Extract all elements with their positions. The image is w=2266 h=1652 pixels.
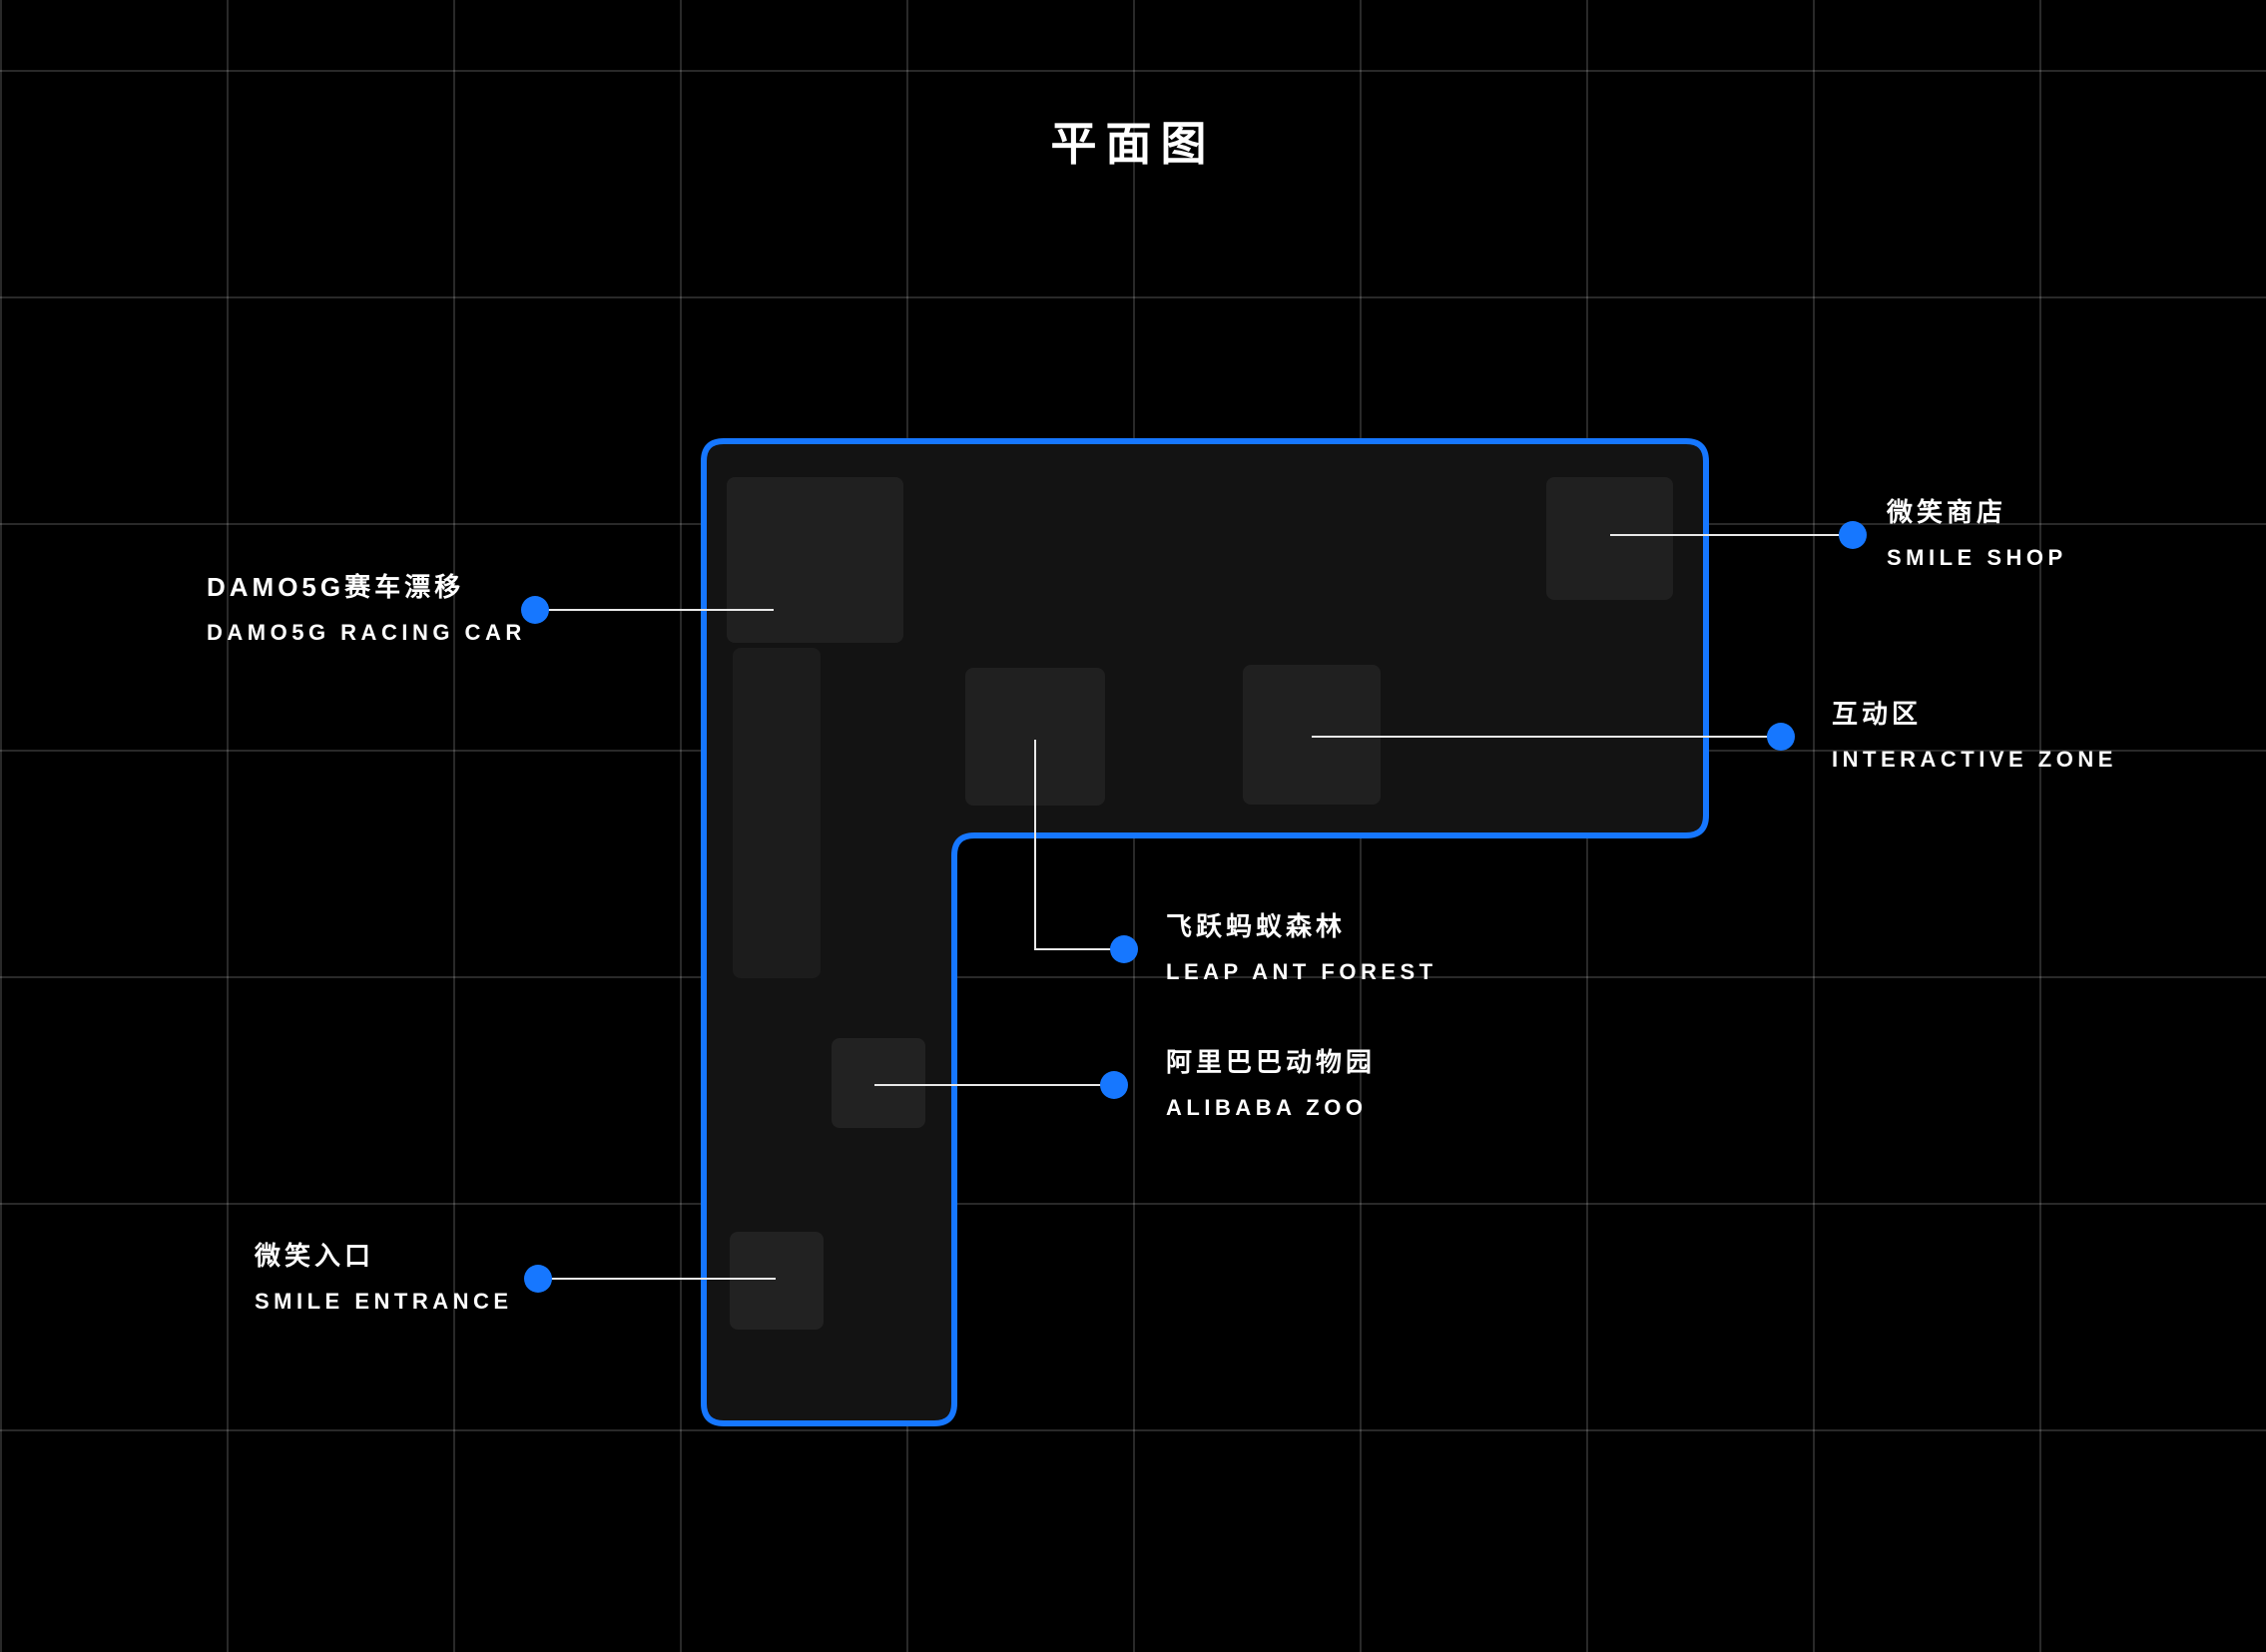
room-rect xyxy=(832,1038,925,1128)
callout-damo5g-racing-car: DAMO5G赛车漂移 DAMO5G RACING CAR xyxy=(207,564,526,656)
callout-zh-label: 阿里巴巴动物园 xyxy=(1166,1047,1377,1077)
marker-dot-interactive-zone xyxy=(1767,723,1795,751)
room-rect xyxy=(730,1232,824,1330)
room-rect xyxy=(965,668,1105,806)
callout-interactive-zone: 互动区 INTERACTIVE ZONE xyxy=(1832,691,2117,783)
callout-en-label: ALIBABA ZOO xyxy=(1166,1095,1368,1120)
room-rect xyxy=(1243,665,1381,805)
callout-zh-label: 微笑商店 xyxy=(1887,497,2007,527)
callout-en-label: INTERACTIVE ZONE xyxy=(1832,747,2117,772)
marker-dot-smile-shop xyxy=(1839,521,1867,549)
callout-en-label: SMILE ENTRANCE xyxy=(255,1289,513,1314)
room-rect xyxy=(733,648,821,978)
callout-en-label: SMILE SHOP xyxy=(1887,545,2067,570)
callout-smile-shop: 微笑商店 SMILE SHOP xyxy=(1887,489,2067,581)
leader-line-leap-ant-forest xyxy=(1034,740,1124,950)
callout-en-label: DAMO5G RACING CAR xyxy=(207,620,526,645)
room-rect xyxy=(1546,477,1673,600)
page-title: 平面图 xyxy=(1050,118,1216,170)
marker-dot-damo5g-racing-car xyxy=(521,596,549,624)
callout-en-label: LEAP ANT FOREST xyxy=(1166,959,1437,984)
callout-zh-label: 飞跃蚂蚁森林 xyxy=(1166,911,1347,941)
room-rect xyxy=(727,477,903,643)
callout-smile-entrance: 微笑入口 SMILE ENTRANCE xyxy=(255,1233,513,1325)
callout-zh-label: DAMO5G赛车漂移 xyxy=(207,572,465,602)
venue-outline xyxy=(701,438,1709,1426)
marker-dot-leap-ant-forest xyxy=(1110,935,1138,963)
marker-dot-smile-entrance xyxy=(524,1265,552,1293)
callout-leap-ant-forest: 飞跃蚂蚁森林 LEAP ANT FOREST xyxy=(1166,903,1437,995)
callout-alibaba-zoo: 阿里巴巴动物园 ALIBABA ZOO xyxy=(1166,1039,1376,1131)
marker-dot-alibaba-zoo xyxy=(1100,1071,1128,1099)
callout-zh-label: 互动区 xyxy=(1832,699,1923,729)
callout-zh-label: 微笑入口 xyxy=(255,1241,375,1271)
